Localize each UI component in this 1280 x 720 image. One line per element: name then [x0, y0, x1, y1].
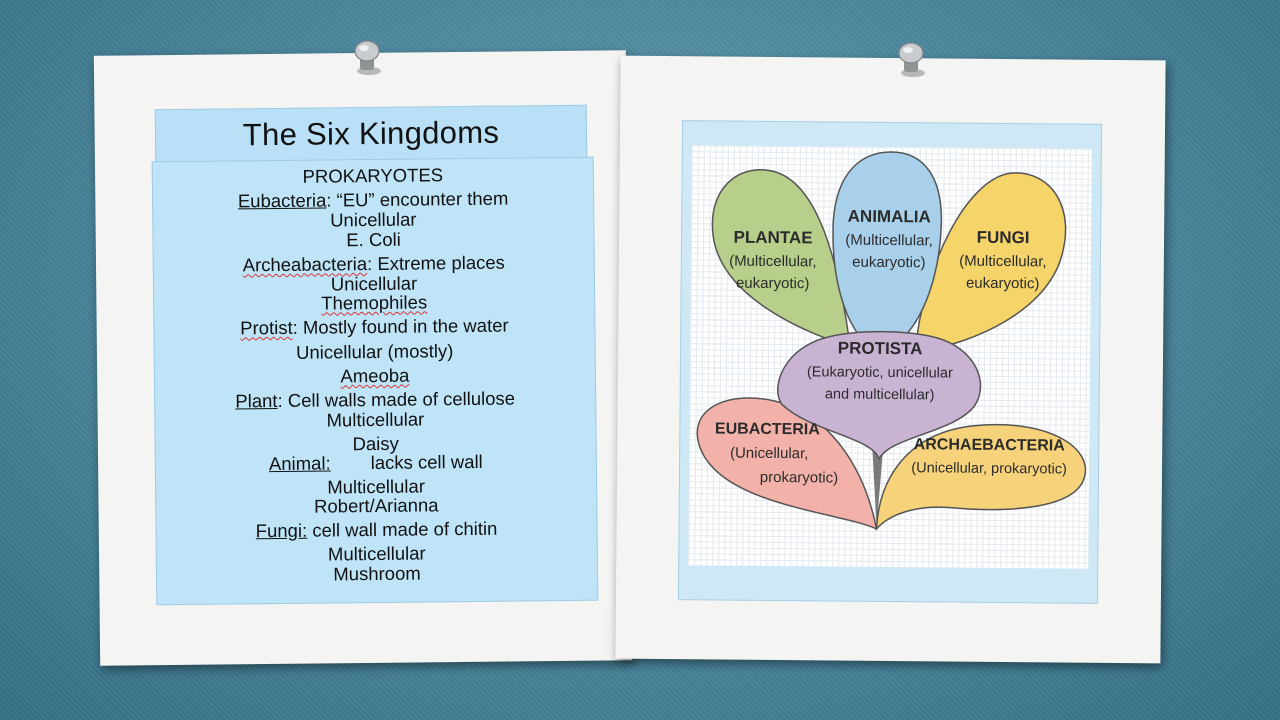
petal-name: ANIMALIA	[848, 207, 931, 227]
kingdom-name: Fungi:	[255, 519, 308, 542]
petal-description: (Unicellular,	[730, 445, 809, 463]
list-line: Protist: Mostly found in the water	[154, 315, 594, 340]
kingdom-list: PROKARYOTES Eubacteria: “EU” encounter t…	[151, 156, 599, 606]
cell-type: Unicellular (mostly)	[295, 340, 454, 363]
petal-description: and multicellular)	[825, 386, 935, 403]
petal-name: ARCHAEBACTERIA	[914, 436, 1066, 454]
list-line: Animal: lacks cell wall	[156, 451, 596, 476]
kingdom-description: lacks cell wall	[370, 450, 483, 474]
group-heading: PROKARYOTES	[302, 164, 444, 187]
kingdom-description: : Extreme places	[366, 251, 505, 275]
example: Robert/Arianna	[313, 494, 439, 517]
petal-description: (Multicellular,	[845, 232, 933, 250]
kingdom-name: Plant	[235, 390, 278, 412]
petal-name: PLANTAE	[733, 228, 812, 248]
list-line: Robert/Arianna	[156, 494, 596, 519]
page-title: The Six Kingdoms	[154, 104, 588, 164]
petal-description: eukaryotic)	[966, 275, 1040, 293]
petal-description: eukaryotic)	[852, 254, 926, 272]
kingdom-description: : Mostly found in the water	[292, 314, 509, 338]
kingdom-description: cell wall made of chitin	[307, 517, 498, 541]
list-line: Multicellular	[155, 408, 595, 433]
petal-description: (Eukaryotic, unicellular	[807, 364, 953, 381]
cell-type: Unicellular	[330, 208, 417, 231]
example: Themophiles	[321, 291, 428, 314]
cell-type: Multicellular	[327, 542, 426, 565]
petal-description: (Multicellular,	[729, 253, 817, 271]
list-line: Fungi: cell wall made of chitin	[156, 518, 596, 543]
petal-plantae	[711, 169, 852, 348]
kingdoms-diagram-svg: PLANTAE (Multicellular, eukaryotic) ANIM…	[696, 151, 1087, 532]
kingdom-name: Animal:	[268, 452, 331, 475]
petal-name: EUBACTERIA	[715, 420, 820, 438]
petal-description: (Unicellular, prokaryotic)	[911, 460, 1067, 477]
petal-protista	[777, 330, 982, 461]
kingdom-name: Archeabacteria	[242, 253, 368, 276]
kingdom-description: : “EU” encounter them	[326, 187, 509, 211]
petal-archaebacteria	[875, 423, 1087, 532]
petal-name: FUNGI	[977, 228, 1030, 247]
example: E. Coli	[346, 228, 401, 251]
list-line: Mushroom	[157, 562, 597, 587]
petal-description: prokaryotic)	[760, 469, 839, 487]
petal-animalia	[832, 151, 943, 353]
kingdom-description: : Cell walls made of cellulose	[277, 387, 516, 412]
diagram-frame: PLANTAE (Multicellular, eukaryotic) ANIM…	[677, 120, 1103, 604]
list-line: Unicellular (mostly)	[155, 340, 595, 365]
example: Ameoba	[340, 364, 410, 387]
thumbtack-icon	[898, 42, 925, 77]
list-line: E. Coli	[153, 228, 593, 253]
kingdom-name: Eubacteria	[237, 189, 327, 212]
thumbtack-icon	[354, 40, 381, 75]
cell-type: Multicellular	[326, 408, 425, 431]
list-line: Themophiles	[154, 291, 594, 316]
list-line: Ameoba	[155, 364, 595, 389]
petal-description: (Multicellular,	[959, 253, 1047, 271]
kingdom-name: Protist	[240, 316, 293, 339]
kingdoms-diagram: PLANTAE (Multicellular, eukaryotic) ANIM…	[688, 145, 1092, 569]
petal-name: PROTISTA	[838, 339, 923, 359]
example: Mushroom	[333, 562, 421, 585]
petal-fungi	[914, 172, 1067, 354]
petal-eubacteria	[696, 397, 878, 531]
list-line: PROKARYOTES	[153, 164, 593, 189]
stem	[872, 446, 884, 527]
petal-description: eukaryotic)	[736, 275, 810, 293]
